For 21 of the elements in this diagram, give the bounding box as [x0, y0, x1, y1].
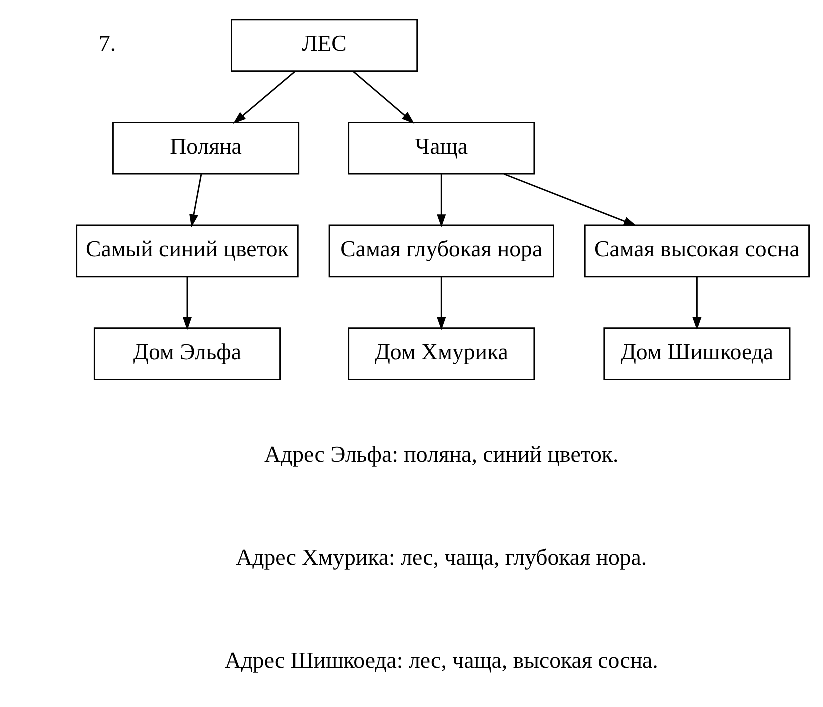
node-box: Дом Эльфа [93, 327, 280, 380]
arrow [503, 173, 636, 226]
node-box: Самый синий цветок [76, 224, 298, 278]
arrow [436, 276, 446, 330]
arrow [352, 70, 414, 124]
label: Адрес Шишкоеда: лес, чаща, высокая сосна. [224, 647, 658, 672]
arrow [189, 174, 202, 227]
arrow [232, 70, 296, 124]
node-box: Поляна [112, 121, 300, 174]
node-box: Самая высокая сосна [584, 224, 810, 278]
arrow [692, 276, 702, 330]
node-box: Дом Хмурика [348, 327, 535, 380]
node-box: ЛЕС [230, 18, 418, 72]
node-box: Самая глубокая нора [328, 224, 554, 278]
label: 7. [98, 30, 116, 56]
label: Адрес Эльфа: поляна, синий цветок. [264, 442, 618, 467]
label: Адрес Хмурика: лес, чаща, глубокая нора. [236, 544, 647, 570]
arrow [182, 276, 192, 330]
arrow [436, 174, 446, 228]
node-box: Дом Шишкоеда [603, 327, 790, 380]
node-box: Чаща [348, 121, 535, 174]
